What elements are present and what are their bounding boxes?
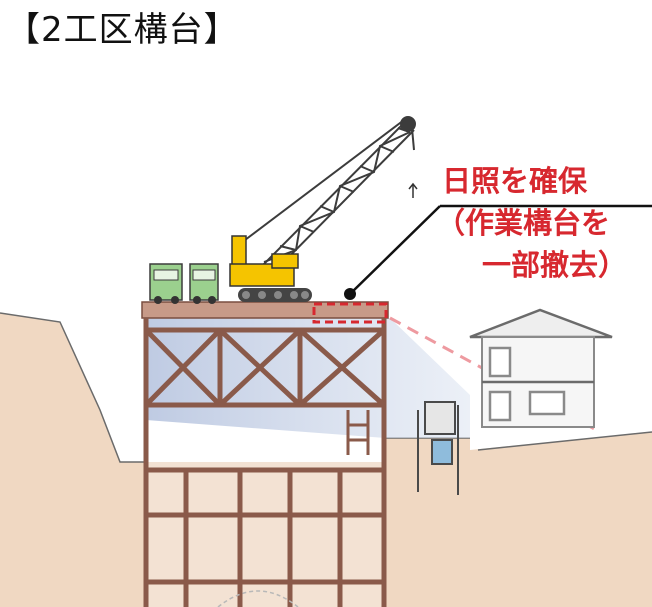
house — [469, 308, 613, 428]
crane-boom — [244, 116, 416, 269]
sun-arrow — [408, 182, 418, 198]
steel-frame-upper — [143, 318, 387, 607]
annotation-line-2: （作業構台を — [436, 206, 611, 240]
shadow-area — [146, 318, 470, 438]
ground-terrain — [0, 313, 145, 607]
ground-lower — [145, 462, 385, 607]
side-structure — [346, 410, 370, 455]
ground-right — [385, 432, 652, 607]
annotation-line-3: 一部撤去） — [482, 248, 628, 282]
ground-outline — [0, 312, 145, 463]
crawler-crane — [229, 235, 312, 302]
retaining-wall — [417, 401, 459, 495]
steel-frame-lower — [146, 467, 384, 607]
work-platform-deck — [141, 301, 389, 319]
removed-section-box — [312, 302, 388, 324]
dump-truck-2 — [189, 263, 219, 304]
page-title: 【2工区構台】 — [6, 10, 239, 50]
annotation-leader — [344, 204, 652, 300]
dump-truck-1 — [149, 263, 183, 304]
tunnel-outline — [217, 590, 299, 607]
annotation-callout: 日照を確保 （作業構台を 一部撤去） — [436, 160, 648, 286]
annotation-line-1: 日照を確保 — [442, 164, 588, 198]
